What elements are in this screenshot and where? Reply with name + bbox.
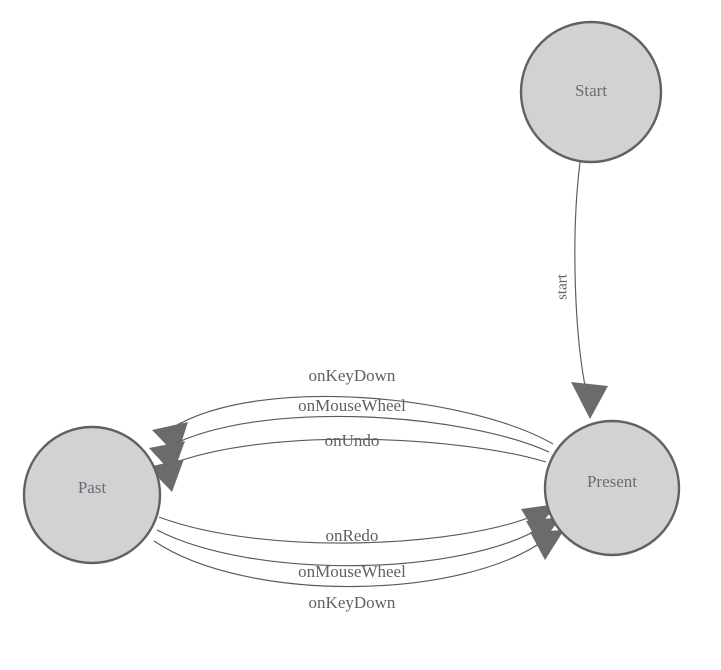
node-start[interactable]: Start bbox=[519, 20, 663, 164]
arrowhead-present-past-undo bbox=[148, 459, 184, 492]
node-start-circle bbox=[519, 20, 663, 164]
edge-start-to-present[interactable]: start bbox=[554, 161, 608, 419]
arrowhead-past-present-keydown bbox=[530, 530, 564, 560]
edge-path-present-past-mousewheel bbox=[167, 415, 550, 453]
edge-path-past-present-keydown bbox=[153, 538, 547, 588]
edge-label-past-present-redo: onRedo bbox=[326, 526, 379, 545]
edge-past-to-present-keydown[interactable]: onKeyDown bbox=[153, 530, 564, 612]
node-start-label: Start bbox=[575, 81, 607, 100]
edge-label-present-past-undo: onUndo bbox=[325, 431, 380, 450]
node-present-circle bbox=[543, 419, 681, 557]
node-past-circle bbox=[22, 425, 162, 565]
edge-label-past-present-mousewheel: onMouseWheel bbox=[298, 562, 406, 581]
node-present-label: Present bbox=[587, 472, 637, 491]
arrowhead-start-present bbox=[571, 382, 608, 419]
edge-label-past-present-keydown: onKeyDown bbox=[309, 593, 396, 612]
edge-past-to-present-redo[interactable]: onRedo bbox=[158, 504, 557, 545]
edge-label-start: start bbox=[554, 273, 570, 300]
edge-label-present-past-mousewheel: onMouseWheel bbox=[298, 396, 406, 415]
edge-path-past-present-redo bbox=[158, 513, 539, 544]
edge-path-start-present bbox=[574, 161, 589, 401]
node-past-label: Past bbox=[78, 478, 107, 497]
node-present[interactable]: Present bbox=[543, 419, 681, 557]
edge-present-to-past-undo[interactable]: onUndo bbox=[148, 431, 547, 492]
edge-path-present-past-undo bbox=[165, 438, 547, 467]
node-past[interactable]: Past bbox=[22, 425, 162, 565]
edge-path-past-present-mousewheel bbox=[156, 526, 543, 567]
edge-path-present-past-keydown bbox=[171, 395, 554, 445]
edge-label-present-past-keydown: onKeyDown bbox=[309, 366, 396, 385]
